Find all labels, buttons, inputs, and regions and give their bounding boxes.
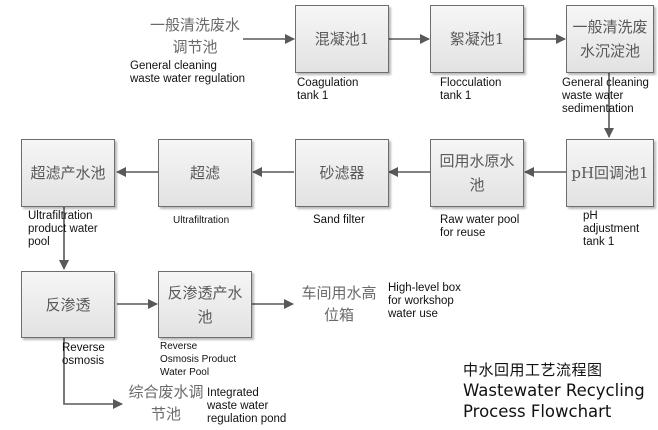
node-ph-adjust: pH回调池1: [566, 139, 654, 207]
label-workshop-box: High-level box for workshop water use: [388, 282, 461, 320]
node-reverse-osmosis: 反渗透: [21, 271, 115, 338]
node-integrated-regulation: 综合废水调节池: [128, 383, 204, 423]
node-general-regulation: 一般清洗废水调节池: [149, 16, 240, 56]
node-ultrafiltration: 超滤: [158, 139, 252, 207]
node-workshop-box: 车间用水高位箱: [301, 284, 377, 324]
node-coagulation: 混凝池1: [295, 5, 389, 73]
label-ro-product: Reverse Osmosis Product Water Pool: [160, 341, 237, 378]
label-general-regulation: General cleaning waste water regulation: [130, 60, 246, 85]
node-sand-filter: 砂滤器: [295, 139, 389, 207]
node-sedimentation: 一般清洗废水沉淀池: [566, 5, 654, 73]
label-reverse-osmosis: Reverse osmosis: [62, 342, 105, 367]
node-ro-product: 反渗透产水池: [158, 271, 252, 338]
title-chinese: 中水回用工艺流程图: [463, 361, 603, 379]
diagram-title: 中水回用工艺流程图 Wastewater Recycling Process F…: [463, 360, 645, 422]
node-flocculation: 絮凝池1: [430, 5, 524, 73]
node-sedimentation-text: 一般清洗废水沉淀池: [572, 18, 648, 60]
node-coagulation-text: 混凝池1: [314, 30, 370, 48]
title-english-line2: Process Flowchart: [463, 402, 612, 421]
node-ultrafiltration-text: 超滤: [189, 164, 220, 182]
label-ph-adjust: pH adjustment tank 1: [583, 210, 640, 248]
label-raw-reuse: Raw water pool for reuse: [440, 214, 520, 239]
arrow-ro-to-integrated: [63, 338, 123, 409]
label-sand-filter: Sand filter: [313, 214, 365, 226]
node-flocculation-text: 絮凝池1: [449, 30, 505, 48]
node-raw-reuse: 回用水原水池: [430, 139, 524, 207]
label-integrated-regulation: Integrated waste water regulation pond: [207, 387, 287, 425]
label-ultrafiltration: Ultrafiltration: [173, 215, 230, 226]
label-flocculation: Flocculation tank 1: [440, 77, 502, 102]
node-uf-product: 超滤产水池: [21, 139, 115, 207]
node-reverse-osmosis-text: 反渗透: [45, 295, 91, 314]
node-ro-product-text: 反渗透产水池: [167, 283, 243, 326]
label-coagulation: Coagulation tank 1: [297, 77, 359, 102]
node-uf-product-text: 超滤产水池: [30, 164, 106, 182]
node-sand-filter-text: 砂滤器: [319, 164, 365, 182]
node-raw-reuse-text: 回用水原水池: [439, 152, 515, 194]
label-uf-product: Ultrafiltration product water pool: [28, 210, 98, 248]
title-english-line1: Wastewater Recycling: [463, 381, 645, 400]
node-ph-adjust-text: pH回调池1: [571, 164, 649, 182]
label-sedimentation: General cleaning waste water sedimentati…: [562, 77, 649, 115]
